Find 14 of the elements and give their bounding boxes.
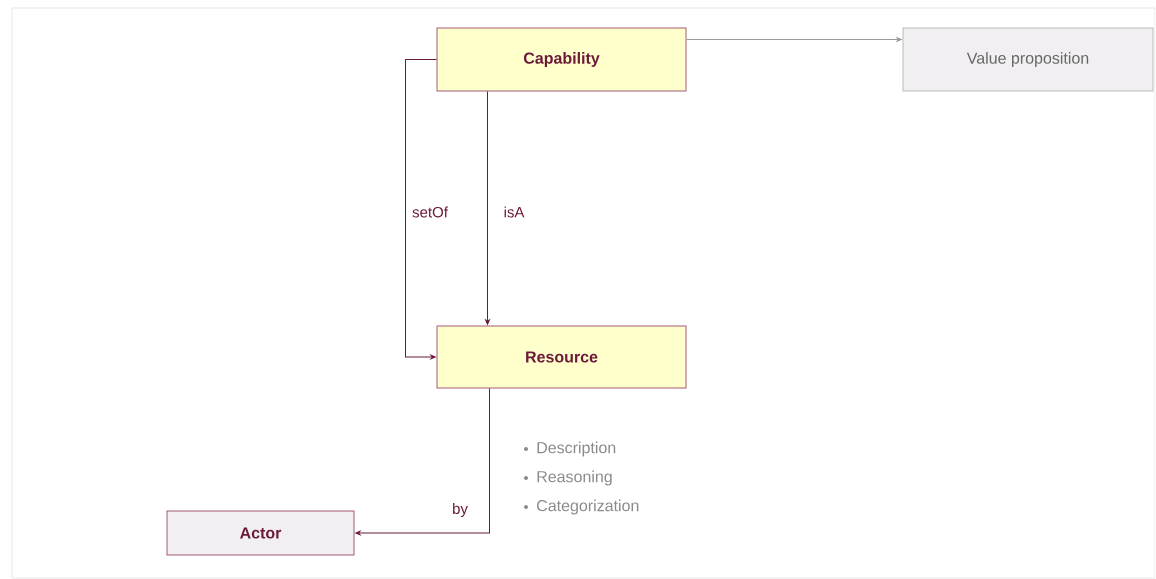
edge-label: setOf [411, 205, 449, 219]
arrow [485, 91, 490, 325]
list-item: Categorization [537, 499, 639, 515]
arrow [686, 37, 902, 42]
concept-box: Actor [166, 510, 355, 556]
concept-box: Value proposition [902, 27, 1154, 92]
list-item: Reasoning [537, 470, 612, 486]
list-item: Description [537, 441, 616, 457]
edge-label: by [451, 502, 469, 518]
concept-box: Resource [436, 325, 687, 389]
arrow [405, 59, 437, 360]
edge-label: isA [502, 205, 526, 219]
arrow [355, 388, 490, 536]
concept-box: Capability [436, 27, 687, 92]
